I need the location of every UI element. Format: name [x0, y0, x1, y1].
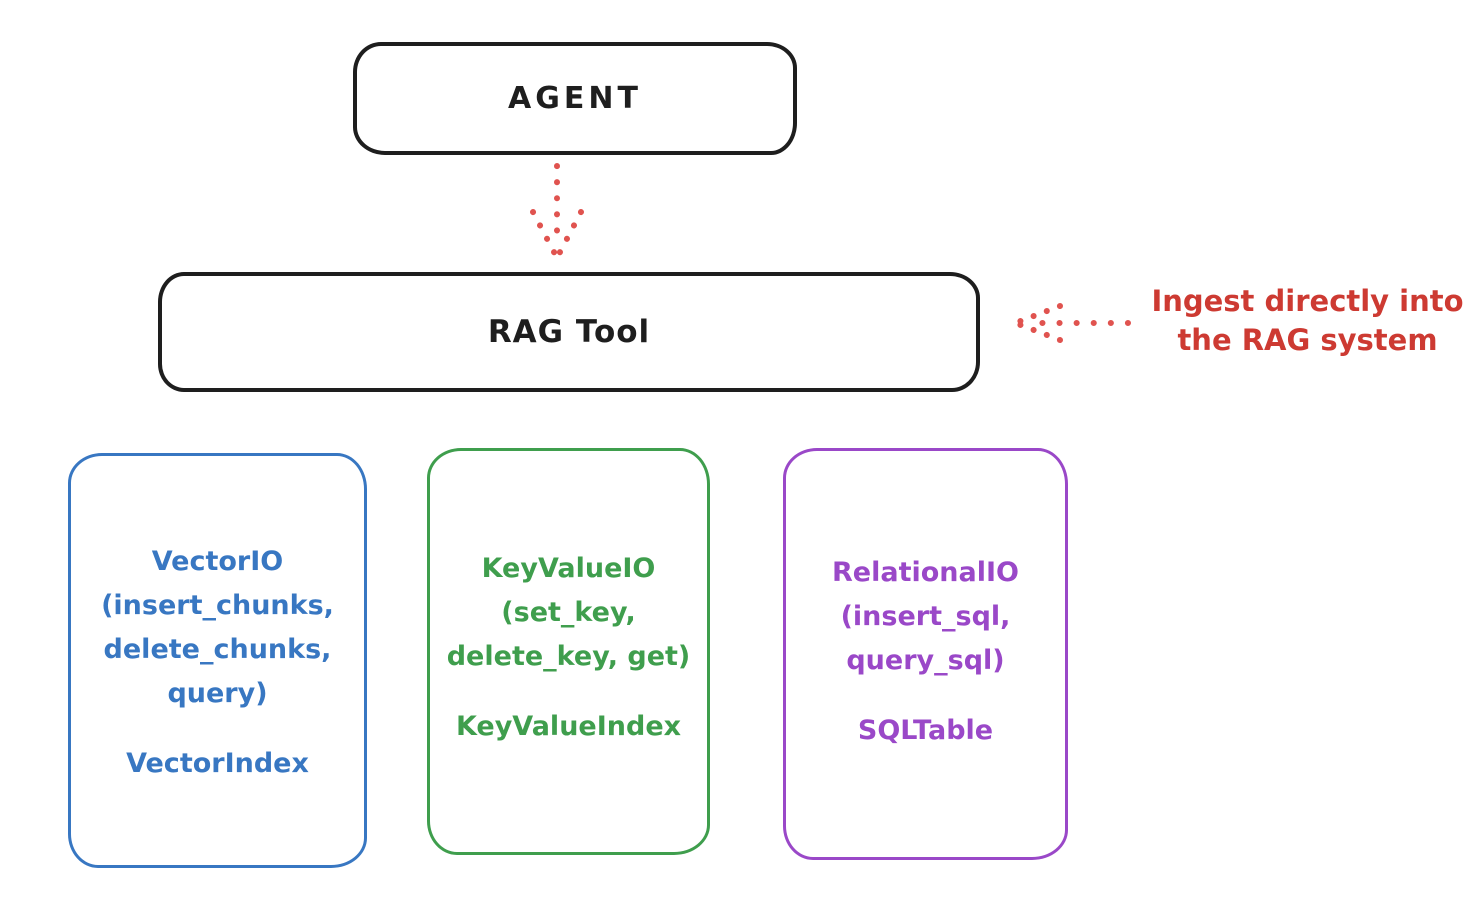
vector-io-title: VectorIO (insert_chunks, delete_chunks, … — [71, 540, 364, 716]
rag-tool-label: RAG Tool — [487, 314, 651, 350]
text-line: (insert_chunks, — [101, 590, 334, 621]
ingest-annotation-arrow — [1015, 303, 1131, 343]
text-line: delete_key, get) — [446, 641, 691, 672]
agent-to-ragtool-arrow — [530, 163, 584, 257]
vector-io-box: VectorIO (insert_chunks, delete_chunks, … — [68, 453, 367, 868]
text-line: (set_key, — [501, 597, 636, 628]
text-line: RelationalIO — [832, 557, 1019, 588]
arrow-strokes — [1015, 303, 1131, 343]
keyvalue-io-title: KeyValueIO (set_key, delete_key, get) — [430, 547, 707, 679]
relational-io-title: RelationalIO (insert_sql, query_sql) — [786, 551, 1065, 683]
ingest-annotation: Ingest directly into the RAG system — [1135, 282, 1480, 360]
vector-index-label: VectorIndex — [126, 748, 309, 779]
keyvalue-index-label: KeyValueIndex — [455, 711, 682, 742]
agent-label: AGENT — [508, 81, 642, 116]
rag-tool-box: RAG Tool — [158, 272, 980, 392]
text-line: KeyValueIO — [481, 553, 656, 584]
agent-box: AGENT — [353, 42, 797, 155]
ingest-annotation-line: the RAG system — [1177, 323, 1438, 357]
text-line: (insert_sql, — [840, 601, 1011, 632]
sql-table-label: SQLTable — [857, 715, 994, 746]
ingest-annotation-line: Ingest directly into — [1151, 284, 1464, 318]
text-line: query_sql) — [846, 645, 1005, 676]
arrow-strokes — [530, 163, 584, 257]
text-line: VectorIO — [151, 546, 284, 577]
keyvalue-io-box: KeyValueIO (set_key, delete_key, get) Ke… — [427, 448, 710, 855]
text-line: delete_chunks, — [103, 634, 332, 665]
text-line: query) — [167, 678, 268, 709]
relational-io-box: RelationalIO (insert_sql, query_sql) SQL… — [783, 448, 1068, 860]
